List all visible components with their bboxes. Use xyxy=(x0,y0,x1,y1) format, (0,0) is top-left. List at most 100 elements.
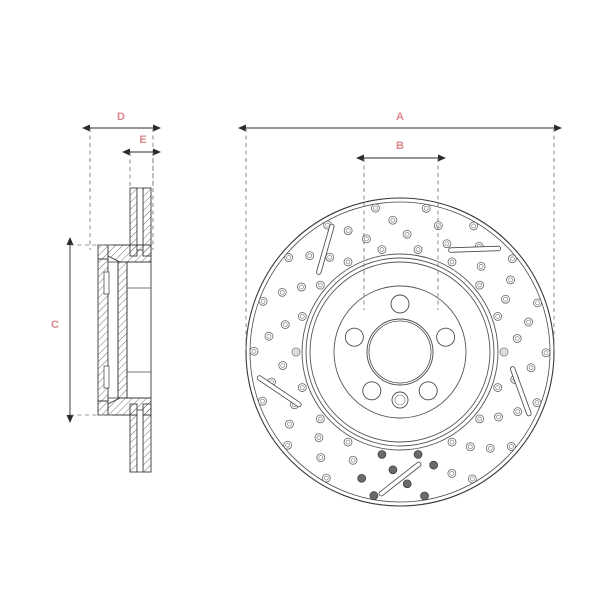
drilled-hole-bore xyxy=(280,363,286,368)
drilled-hole xyxy=(413,450,423,459)
dimension-label-A: A xyxy=(396,111,404,123)
drilled-hole-bore xyxy=(390,217,396,223)
drilled-hole-bore xyxy=(404,231,410,237)
drilled-hole-bore xyxy=(477,282,482,288)
dimension-annotations xyxy=(66,124,562,423)
drilled-hole-bore xyxy=(299,385,305,390)
drilled-hole-bore xyxy=(449,439,455,445)
drilled-hole xyxy=(420,491,429,501)
section-notch-upper xyxy=(103,271,110,295)
section-friction-inner-wall xyxy=(117,261,128,399)
front-view xyxy=(245,197,555,507)
disc-slot xyxy=(378,461,422,497)
drilled-hole-bore xyxy=(495,385,501,390)
disc-slot xyxy=(316,223,335,275)
drilled-hole-bore xyxy=(449,471,455,476)
disc-outer-edge xyxy=(245,197,555,507)
bolt-hole xyxy=(390,294,410,314)
section-notch-lower xyxy=(103,365,110,389)
drilled-hole-bore xyxy=(379,247,385,252)
drilled-hole-bore xyxy=(477,416,482,422)
drilled-hole-bore xyxy=(282,322,288,327)
drilled-hole-bore xyxy=(260,398,265,404)
dimension-label-D: D xyxy=(117,111,125,123)
drilled-hole-bore xyxy=(345,439,351,445)
disc-slots xyxy=(256,223,532,497)
drilled-hole-bore xyxy=(449,259,455,265)
drilled-hole-bore xyxy=(467,444,473,450)
dimension-label-C: C xyxy=(51,319,59,331)
drilled-hole-bore xyxy=(251,348,257,354)
drilled-hole-bore xyxy=(373,205,378,211)
drilled-hole-bore xyxy=(470,476,475,482)
hat-step-ring xyxy=(309,261,491,443)
drilled-hole-bore xyxy=(501,349,507,355)
drilled-hole-bore xyxy=(496,414,501,420)
hub-bore-inner xyxy=(368,320,432,384)
drilled-hole-bore xyxy=(478,264,484,269)
locating-pin-hole-inner xyxy=(394,394,406,406)
drilled-hole-bore xyxy=(286,255,291,260)
section-hat-vent-upper xyxy=(136,187,144,251)
drilled-hole xyxy=(369,491,379,500)
bolt-hole xyxy=(436,327,456,347)
drilled-hole-bore xyxy=(316,435,322,440)
drilled-hole-bore xyxy=(266,333,272,339)
bolt-holes xyxy=(344,294,456,409)
drilled-holes xyxy=(249,203,551,501)
hub-bore-outer xyxy=(366,318,434,386)
drilled-hole-bore xyxy=(279,290,285,295)
drilled-hole-bore xyxy=(526,319,531,325)
disc-slot-shape xyxy=(509,366,532,417)
section-vent-cavity xyxy=(107,261,119,399)
drilled-hole-bore xyxy=(299,284,304,290)
disc-slot xyxy=(509,366,532,417)
section-hat-flange-lower-inner xyxy=(142,403,152,473)
drilled-hole-bore xyxy=(503,296,508,302)
disc-slot-shape xyxy=(448,245,502,253)
drilled-hole-bore xyxy=(510,256,515,262)
bolt-hole xyxy=(418,381,438,401)
drilled-hole-bore xyxy=(528,365,534,371)
drilled-hole-bore xyxy=(293,349,299,355)
section-hat-vent-lower xyxy=(136,409,144,473)
drilled-hole-bore xyxy=(287,421,292,427)
drilled-hole-bore xyxy=(345,228,351,233)
drilled-hole xyxy=(357,473,367,483)
drilled-hole xyxy=(388,465,398,475)
drilled-hole-bore xyxy=(509,444,514,449)
disc-slot-shape xyxy=(316,223,335,275)
section-friction-wall-lower xyxy=(97,400,109,416)
drilled-hole-bore xyxy=(471,223,476,229)
drilled-hole-bore xyxy=(345,259,351,265)
hat-outer-ring xyxy=(301,253,499,451)
drilled-hole xyxy=(377,450,387,459)
drilled-hole xyxy=(402,479,412,489)
hat-inner-ring xyxy=(333,285,467,419)
drilled-hole-bore xyxy=(415,247,421,252)
drilled-hole-bore xyxy=(534,400,540,405)
drilled-hole-bore xyxy=(508,277,513,283)
bolt-hole xyxy=(362,381,382,401)
disc-slot-shape xyxy=(256,375,302,408)
section-bell-shoulder-upper xyxy=(107,244,152,263)
drilled-hole-bore xyxy=(487,446,493,451)
section-hat-flange-lower-outer xyxy=(129,403,138,473)
drilled-hole-bore xyxy=(327,254,333,260)
bolt-hole xyxy=(344,327,364,347)
disc-slot xyxy=(256,375,302,408)
drilled-hole-bore xyxy=(260,299,266,304)
drilled-hole-bore xyxy=(318,416,323,422)
drilled-hole-bore xyxy=(285,442,290,448)
drilled-hole-bore xyxy=(318,282,323,288)
drilled-hole-bore xyxy=(350,457,356,463)
drilled-hole-bore xyxy=(535,300,540,306)
disc-slot-shape xyxy=(378,461,422,497)
drilled-hole-bore xyxy=(364,236,369,242)
drilled-hole-bore xyxy=(318,455,324,460)
drilled-hole-bore xyxy=(514,336,520,341)
drilled-hole-bore xyxy=(423,206,429,211)
hat-outer-ring-2 xyxy=(305,257,495,447)
